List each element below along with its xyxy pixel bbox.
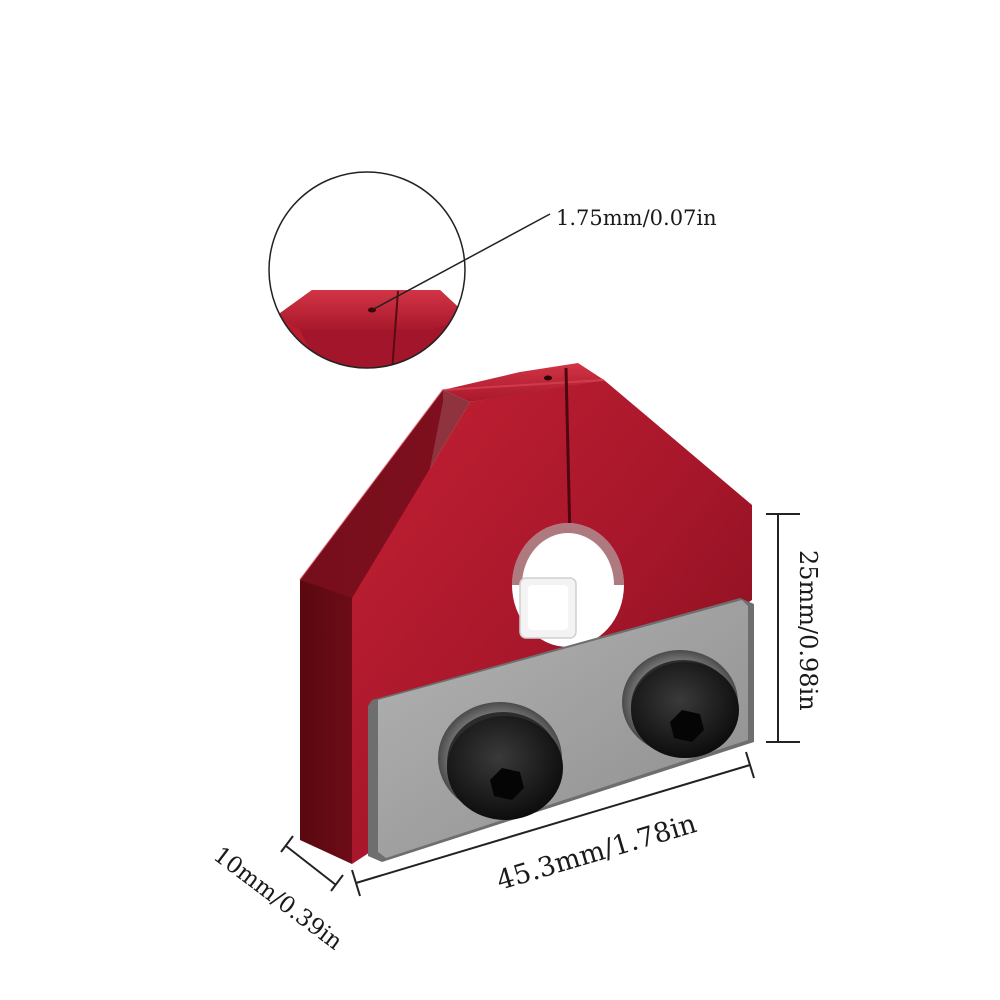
thickness-dimension	[280, 835, 344, 892]
hex-screw-left	[438, 702, 563, 820]
thickness-label: 10mm/0.39in	[208, 842, 347, 956]
width-dimension	[351, 751, 755, 897]
zoom-detail-circle	[268, 171, 466, 369]
ptfe-tube-insert	[519, 577, 577, 639]
height-dimension	[766, 513, 800, 743]
hole-diameter-label: 1.75mm/0.07in	[556, 206, 717, 230]
body-top-face	[443, 363, 604, 402]
filament-hole-top	[544, 375, 552, 381]
height-label: 25mm/0.98in	[794, 550, 822, 711]
hex-screw-right	[622, 650, 739, 758]
hex-socket-icon	[490, 768, 524, 800]
hole-leader-line	[371, 213, 551, 311]
split-slit	[564, 367, 572, 541]
width-label: 45.3mm/1.78in	[493, 808, 700, 896]
hex-socket-icon	[670, 710, 704, 742]
